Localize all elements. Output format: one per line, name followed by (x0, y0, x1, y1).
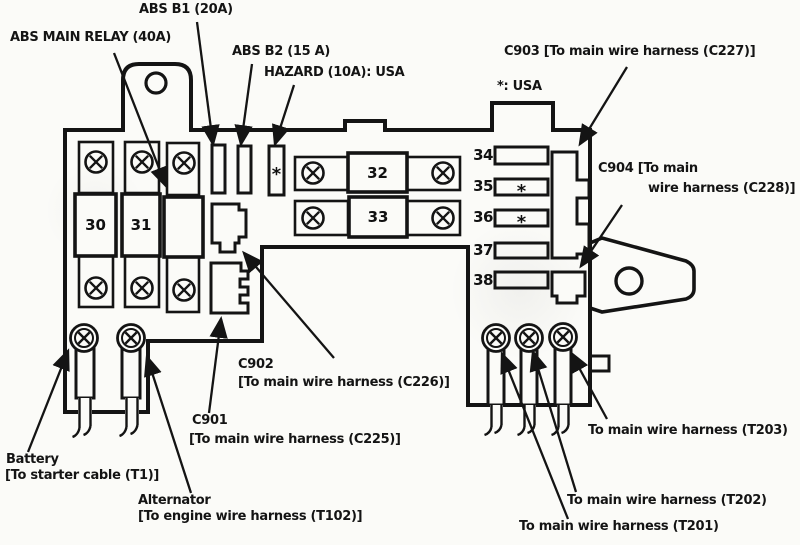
terminal-screw-icon (514, 323, 544, 353)
hazard-asterisk: * (271, 164, 282, 185)
fuse-31: 31 (130, 216, 152, 234)
screw-icon (84, 276, 108, 300)
screw-icon (172, 278, 196, 302)
label-usa-note: *: USA (497, 79, 542, 94)
fuse-30: 30 (85, 216, 106, 234)
screw-icon (84, 150, 108, 174)
screw-icon (130, 276, 154, 300)
arrow-abs-b2 (234, 63, 254, 147)
arrow-c902 (242, 250, 335, 359)
fuse-33: 33 (367, 208, 389, 226)
fuse-34-label: 34 (473, 146, 493, 164)
arrow-abs-main-relay (112, 52, 168, 189)
label-alternator-line1: Alternator (138, 493, 211, 508)
connector-c901 (209, 261, 250, 315)
label-battery-line2: [To starter cable (T1)] (5, 468, 160, 483)
label-alternator-line2: [To engine wire harness (T102)] (138, 509, 363, 524)
small-fuses (493, 145, 550, 290)
arrow-c903 (578, 66, 628, 147)
arrow-battery (26, 348, 70, 453)
screw-icon (301, 206, 325, 230)
arrow-c901 (207, 316, 228, 414)
side-tab (588, 354, 611, 373)
label-abs-b2: ABS B2 (15 A) (232, 44, 330, 59)
label-c903: C903 [To main wire harness (C227)] (504, 44, 756, 59)
fuse-38-label: 38 (473, 271, 493, 289)
screw-icon (431, 161, 455, 185)
terminal-screw-icon (69, 323, 99, 353)
label-c904-line1: C904 [To main (598, 161, 698, 176)
connector-c904 (550, 270, 587, 305)
arrow-hazard (272, 84, 296, 147)
arrow-t202 (529, 349, 578, 493)
label-battery-line1: Battery (6, 452, 59, 467)
screw-icon (431, 206, 455, 230)
screw-icon (172, 151, 196, 175)
label-c901-line2: [To main wire harness (C225)] (189, 432, 401, 447)
connector-c902 (210, 202, 248, 254)
terminal-screw-icon (481, 323, 511, 353)
label-c902-line2: [To main wire harness (C226)] (238, 375, 450, 390)
right-terminals (484, 347, 573, 437)
label-t203: To main wire harness (T203) (588, 423, 788, 438)
label-abs-main-relay: ABS MAIN RELAY (40A) (10, 30, 172, 45)
terminal-screw-icon (116, 323, 146, 353)
mounting-hole (144, 71, 168, 95)
fuse-35-asterisk: * (516, 180, 527, 202)
screw-icon (130, 150, 154, 174)
label-t201: To main wire harness (T201) (519, 519, 719, 534)
label-c902-line1: C902 (238, 357, 274, 372)
label-c901-line1: C901 (192, 413, 228, 428)
leader-arrows (26, 21, 628, 520)
fuse-box-outline (63, 62, 592, 414)
fuse-36-asterisk: * (516, 211, 527, 233)
fuse-32: 32 (367, 163, 388, 182)
fuse-36-label: 36 (473, 208, 493, 226)
right-bracket (589, 236, 696, 314)
label-c904-line2: wire harness (C228)] (648, 181, 796, 196)
label-abs-b1: ABS B1 (20A) (139, 2, 233, 17)
terminal-screw-icon (548, 322, 578, 352)
fuse-35-label: 35 (473, 177, 493, 195)
arrow-t203 (569, 350, 609, 420)
bracket-hole (614, 266, 644, 296)
arrow-c904 (579, 204, 623, 269)
connector-c903 (550, 150, 591, 260)
left-terminals (72, 345, 142, 439)
label-t202: To main wire harness (T202) (567, 493, 767, 508)
arrow-abs-b1 (195, 21, 220, 147)
fuse-37-label: 37 (473, 241, 493, 259)
screw-icon (301, 161, 325, 185)
fuse-bodies (73, 151, 409, 259)
label-hazard: HAZARD (10A): USA (264, 65, 405, 80)
arrow-alternator (144, 354, 193, 494)
arrow-t201 (500, 351, 570, 520)
